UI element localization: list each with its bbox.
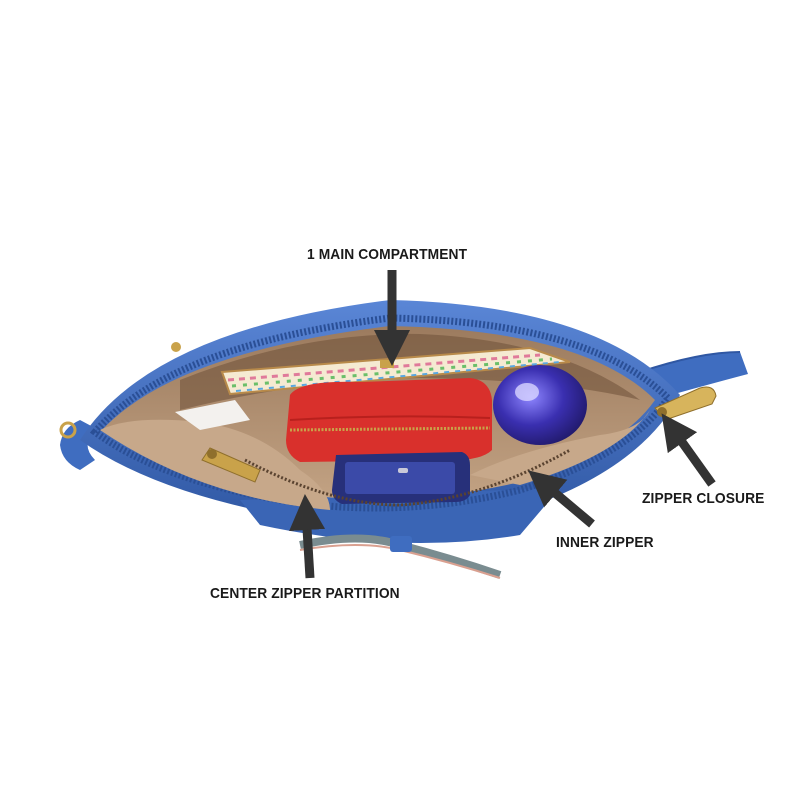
callout-arrows bbox=[289, 270, 716, 579]
zipper-pull-left bbox=[201, 447, 261, 483]
arrow-center-partition bbox=[289, 494, 326, 579]
arrow-zipper-closure bbox=[661, 413, 716, 487]
receipt bbox=[175, 400, 250, 430]
phone bbox=[332, 452, 470, 504]
arrow-inner-zipper bbox=[528, 470, 595, 528]
red-pouch bbox=[286, 378, 492, 462]
inner-zipper bbox=[244, 448, 571, 507]
label-center-zipper-partition: CENTER ZIPPER PARTITION bbox=[210, 585, 400, 602]
label-main-compartment: 1 MAIN COMPARTMENT bbox=[307, 246, 468, 263]
label-zipper-closure: ZIPPER CLOSURE bbox=[642, 490, 765, 507]
bottle bbox=[493, 365, 587, 445]
label-inner-zipper: INNER ZIPPER bbox=[556, 534, 654, 551]
